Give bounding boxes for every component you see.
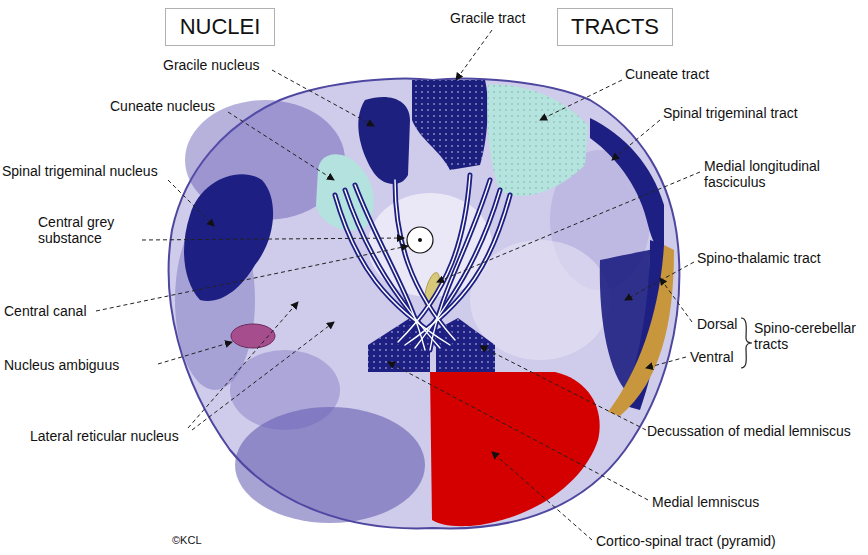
internal-arcuate-fibres	[398, 175, 470, 342]
heading-text: TRACTS	[571, 14, 659, 40]
copyright-note: ©KCL	[172, 532, 202, 548]
heading-box: NUCLEI	[165, 8, 275, 46]
internal-arcuate-fibre-cores	[398, 175, 470, 342]
internal-arcuate-fibre-cores	[405, 195, 510, 345]
nucleus-label: Spinal trigeminal nucleus	[2, 163, 158, 179]
internal-arcuate-fibre-cores	[430, 180, 490, 350]
heading-text: NUCLEI	[180, 14, 261, 40]
ventral-spino-cerebellar-tract	[608, 245, 674, 416]
tract-label: Gracile tract	[450, 10, 525, 26]
gracile-tract-dots	[412, 80, 488, 170]
tract-label: Spino-thalamic tract	[697, 250, 821, 266]
tract-label: Cuneate tract	[625, 66, 709, 82]
leader-lines	[456, 30, 492, 80]
gracile-nucleus	[358, 97, 410, 184]
internal-arcuate-fibre-cores	[355, 185, 425, 350]
sub-label: Ventral	[690, 349, 734, 365]
internal-arcuate-fibre-cores	[395, 180, 455, 340]
stain-texture	[230, 350, 340, 430]
leader-lines	[168, 180, 214, 226]
tract-label: Medial lemniscus	[652, 494, 759, 510]
internal-arcuate-fibre-cores	[415, 190, 500, 348]
leader-lines	[272, 70, 374, 126]
leader-lines	[660, 278, 692, 322]
tract-label: Cortico-spinal tract (pyramid)	[596, 533, 776, 549]
heading-box: TRACTS	[557, 8, 673, 46]
nucleus-label: Nucleus ambiguus	[4, 357, 119, 373]
tract-label: Spinal trigeminal tract	[663, 105, 798, 121]
leader-lines	[625, 262, 694, 300]
leader-lines	[437, 172, 700, 282]
gracile-tract	[412, 80, 488, 170]
leader-lines	[96, 246, 408, 311]
leader-lines	[142, 238, 404, 240]
region-label: Central canal	[4, 303, 87, 319]
sub-label: Dorsal	[697, 316, 737, 332]
tract-label: Decussation of medial lemniscus	[647, 423, 851, 439]
leader-lines	[480, 346, 646, 430]
nucleus-label: Gracile nucleus	[163, 57, 260, 73]
leader-lines	[158, 342, 232, 364]
leader-lines	[228, 112, 334, 180]
medulla-section	[169, 79, 680, 529]
leader-lines	[646, 357, 686, 368]
leader-lines	[540, 80, 622, 120]
region-label: Central grey substance	[38, 214, 138, 246]
tract-label: Medial longitudinal fasciculus	[704, 158, 854, 190]
cortico-spinal-tract	[430, 372, 600, 526]
stain-texture	[470, 240, 610, 360]
cuneate-tract	[487, 85, 588, 196]
internal-arcuate-fibre-cores	[335, 195, 450, 345]
internal-arcuate-fibres	[395, 180, 455, 340]
bracket	[741, 318, 752, 368]
leader-lines	[188, 302, 298, 428]
leader-lines	[612, 120, 660, 160]
leader-lines	[492, 452, 592, 540]
central-canal-dot	[418, 238, 422, 242]
central-canal	[407, 227, 433, 253]
spinal-trigeminal-nucleus	[184, 174, 273, 301]
leader-lines	[192, 322, 334, 430]
cuneate-tract-dots	[487, 85, 588, 196]
spinal-trigeminal-tract	[590, 118, 664, 250]
nucleus-label: Lateral reticular nucleus	[30, 428, 179, 444]
internal-arcuate-fibres	[430, 180, 490, 350]
leader-lines	[96, 30, 700, 540]
leader-lines	[388, 362, 648, 500]
group-label: Spino-cerebellar tracts	[754, 320, 864, 352]
nucleus-label: Cuneate nucleus	[110, 98, 215, 114]
